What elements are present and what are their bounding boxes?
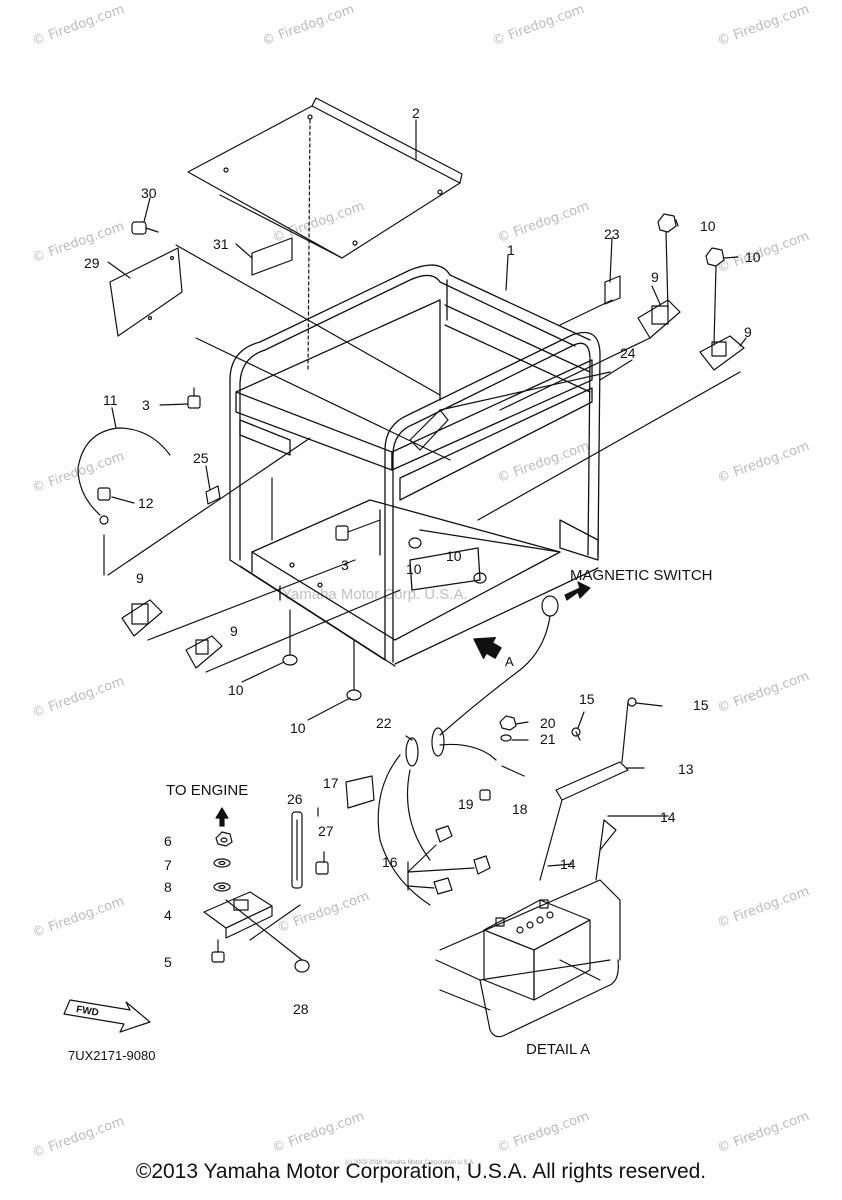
bolt-27 (315, 851, 329, 875)
bolt-12 (97, 487, 111, 501)
callout-9: 9 (230, 623, 238, 639)
stud-18 (501, 765, 525, 777)
callout-15: 15 (693, 697, 709, 713)
magnetic-switch-label: MAGNETIC SWITCH (570, 567, 713, 584)
callout-15: 15 (579, 691, 595, 707)
micro-copyright: (c) 2003-2016 Yamaha Motor Corporation U… (345, 1160, 475, 1166)
callout-28: 28 (293, 1001, 309, 1017)
bolt-3-upper (187, 387, 201, 409)
callout-10: 10 (700, 218, 716, 234)
view-arrow-a (473, 637, 502, 659)
callout-19: 19 (458, 796, 474, 812)
tab-25 (205, 485, 221, 505)
callout-14: 14 (560, 856, 576, 872)
ground-cable-11 (77, 427, 171, 516)
label-sticker-31 (251, 237, 293, 276)
callout-8: 8 (164, 879, 172, 895)
callout-17: 17 (323, 775, 339, 791)
nut-10-b (705, 247, 725, 267)
callout-3: 3 (341, 557, 349, 573)
terminals-16 (407, 825, 491, 895)
bracket-24 (409, 409, 449, 451)
callout-1: 1 (507, 242, 515, 258)
bolt-15-b (621, 701, 629, 763)
callout-20: 20 (540, 715, 556, 731)
nut-6 (215, 831, 233, 847)
callout-6: 6 (164, 833, 172, 849)
bolt-19 (479, 789, 491, 801)
callout-10: 10 (406, 561, 422, 577)
bracket-4 (203, 891, 273, 939)
to-engine-label: TO ENGINE (166, 782, 249, 799)
copyright-notice: ©2013 Yamaha Motor Corporation, U.S.A. A… (135, 1160, 707, 1183)
callout-5: 5 (164, 954, 172, 970)
cover-17 (345, 775, 375, 809)
callout-16: 16 (382, 854, 398, 870)
callout-4: 4 (164, 907, 172, 923)
fwd-arrow (63, 999, 151, 1033)
callout-2: 2 (412, 105, 420, 121)
top-cover-plate (187, 97, 463, 371)
washer-7 (213, 858, 231, 868)
to-engine-arrow (215, 807, 229, 827)
nut-20 (499, 715, 517, 731)
rod-14-a (539, 799, 563, 881)
nut-10-a (657, 213, 677, 233)
callout-30: 30 (141, 185, 157, 201)
main-frame (229, 264, 601, 667)
strap-26 (291, 811, 303, 889)
callout-11: 11 (103, 392, 118, 408)
battery-bracket-13 (555, 761, 629, 801)
callout-13: 13 (678, 761, 694, 777)
battery (483, 899, 591, 1001)
callout-26: 26 (287, 791, 303, 807)
callout-14: 14 (660, 809, 676, 825)
mount-9-a (637, 299, 681, 339)
callout-24: 24 (620, 345, 636, 361)
callout-21: 21 (540, 731, 556, 747)
callout-22: 22 (376, 715, 392, 731)
callout-29: 29 (84, 255, 100, 271)
mount-9-c (121, 599, 163, 637)
callout-25: 25 (193, 450, 209, 466)
washer-8 (213, 882, 231, 892)
cable-assembly (345, 727, 497, 906)
nut-10-c (408, 537, 422, 549)
callout-3: 3 (142, 397, 150, 413)
bolt-30 (131, 221, 159, 235)
callout-9: 9 (744, 324, 752, 340)
detail-a-label: DETAIL A (526, 1041, 591, 1058)
callout-10: 10 (228, 682, 244, 698)
nut-10-d (473, 572, 487, 584)
callout-18: 18 (512, 801, 528, 817)
callout-9: 9 (136, 570, 144, 586)
plate-23 (604, 275, 621, 305)
diagram-code: 7UX2171-9080 (68, 1048, 156, 1063)
callout-7: 7 (164, 857, 172, 873)
callout-23: 23 (604, 226, 620, 242)
bolt-5 (211, 939, 225, 963)
callout-27: 27 (318, 823, 334, 839)
mount-9-d (185, 635, 223, 669)
side-plate-29 (109, 247, 183, 337)
callout-9: 9 (651, 269, 659, 285)
nut-10-e (282, 654, 298, 666)
nut-28 (294, 959, 310, 973)
washer-21 (500, 734, 512, 742)
mount-9-b (699, 335, 745, 371)
view-a-label: A (505, 654, 514, 669)
callout-10: 10 (446, 548, 462, 564)
magnetic-switch (439, 581, 591, 736)
callout-10: 10 (290, 720, 306, 736)
battery-tray (435, 879, 621, 1038)
bolt-3-lower (335, 519, 381, 541)
callout-12: 12 (138, 495, 154, 511)
callout-31: 31 (213, 236, 229, 252)
callout-10: 10 (745, 249, 761, 265)
